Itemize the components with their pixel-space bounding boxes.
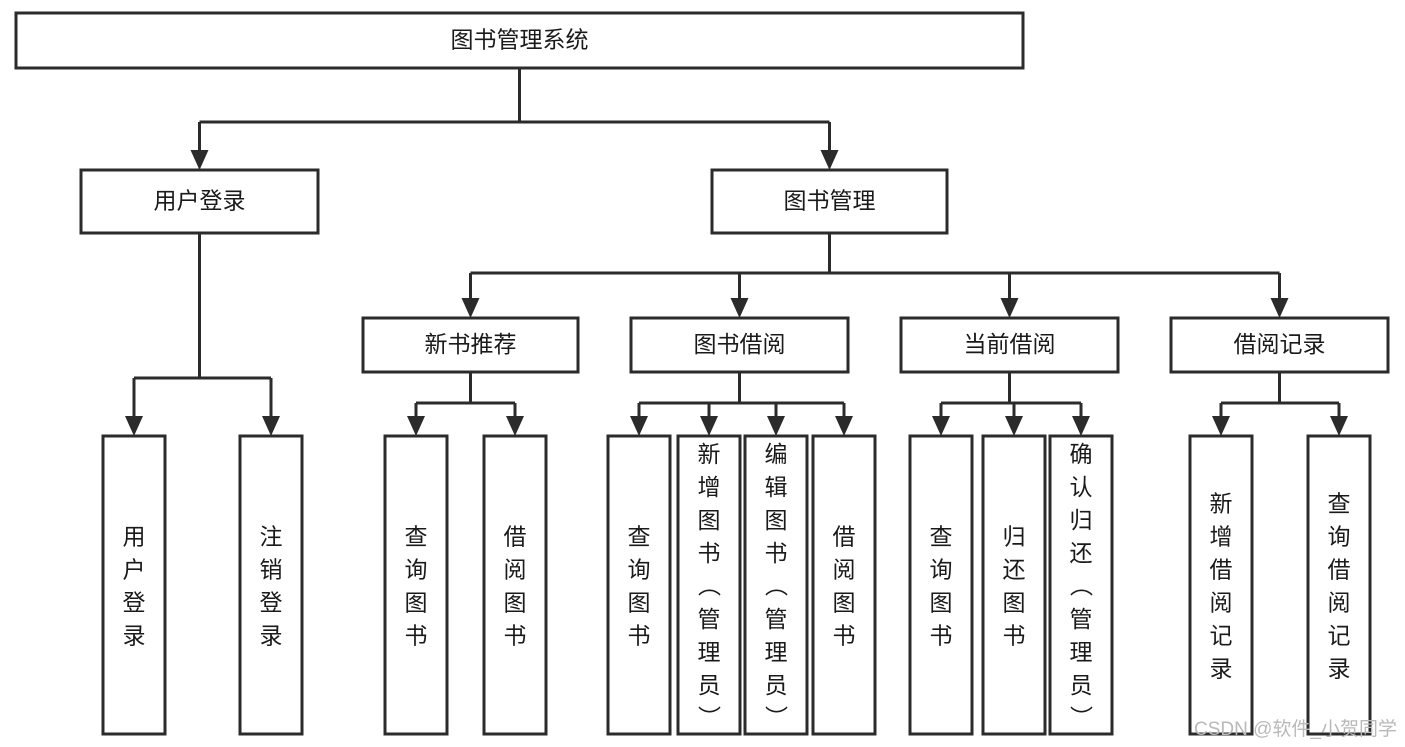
node-label-leaf-query-borrow-record: 查询借阅记录 [1328,491,1351,682]
arrow-head-leaf-borrow-book-recommend [506,416,524,436]
node-box-leaf-edit-book-admin [743,434,809,736]
arrow-head-leaf-logout-login [262,416,280,436]
node-box-leaf-return-book [981,434,1047,736]
arrow-head-leaf-query-book-borrow [630,416,648,436]
node-box-user-login [79,168,320,235]
node-box-book-borrow [629,316,850,374]
node-user-login[interactable]: 用户登录 [79,168,320,235]
node-label-leaf-confirm-return-admin: 确认归还（管理员） [1070,441,1094,731]
connector-borrow-record-to-leaves [1212,372,1348,436]
node-label-leaf-add-book-admin: 新增图书（管理员） [698,441,722,731]
arrow-head-book-borrow [730,298,749,318]
arrow-head-book-management [820,150,839,170]
node-leaf-confirm-return-admin[interactable]: 确认归还（管理员） [1048,434,1114,736]
arrow-head-leaf-query-borrow-record [1330,416,1348,436]
connector-user-login-to-leaves [125,233,280,436]
node-leaf-add-borrow-record[interactable]: 新增借阅记录 [1188,434,1254,736]
node-box-leaf-query-book-current [908,434,974,736]
arrow-head-new-book-recommend [461,298,480,318]
arrow-head-leaf-query-book-recommend [407,416,425,436]
node-label-leaf-borrow-book: 借阅图书 [833,524,856,649]
connector-book-management-to-level3 [461,233,1289,318]
node-book-management[interactable]: 图书管理 [710,168,949,235]
arrow-head-user-login [190,150,209,170]
node-box-new-book-recommend [361,316,580,374]
node-root[interactable]: 图书管理系统 [14,11,1025,70]
arrow-head-leaf-return-book [1005,416,1023,436]
node-leaf-query-book-borrow[interactable]: 查询图书 [606,434,672,736]
connector-root-to-level2 [190,68,839,170]
node-current-borrow[interactable]: 当前借阅 [899,316,1120,374]
node-leaf-edit-book-admin[interactable]: 编辑图书（管理员） [743,434,809,736]
arrow-head-leaf-query-book-current [932,416,950,436]
node-label-root: 图书管理系统 [451,27,589,53]
node-leaf-query-book-recommend[interactable]: 查询图书 [383,434,449,736]
node-box-book-management [710,168,949,235]
node-leaf-logout-login[interactable]: 注销登录 [238,434,304,736]
node-label-leaf-user-login: 用户登录 [123,524,146,649]
connector-current-borrow-to-leaves [932,372,1090,436]
node-box-leaf-add-book-admin [676,434,742,736]
node-label-user-login: 用户登录 [154,188,246,214]
node-label-leaf-edit-book-admin: 编辑图书（管理员） [765,441,789,731]
connector-new-book-recommend-to-leaves [407,372,524,436]
node-label-current-borrow: 当前借阅 [964,331,1056,357]
node-label-leaf-query-book-current: 查询图书 [930,524,953,649]
node-label-leaf-query-book-borrow: 查询图书 [628,524,651,649]
node-new-book-recommend[interactable]: 新书推荐 [361,316,580,374]
node-box-root [14,11,1025,70]
node-box-leaf-logout-login [238,434,304,736]
node-box-borrow-record [1169,316,1390,374]
node-leaf-add-book-admin[interactable]: 新增图书（管理员） [676,434,742,736]
node-box-leaf-borrow-book-recommend [482,434,548,736]
node-box-current-borrow [899,316,1120,374]
node-label-leaf-logout-login: 注销登录 [260,524,283,649]
node-box-leaf-query-borrow-record [1306,434,1372,736]
node-label-new-book-recommend: 新书推荐 [425,331,517,357]
node-box-leaf-add-borrow-record [1188,434,1254,736]
node-borrow-record[interactable]: 借阅记录 [1169,316,1390,374]
arrow-head-leaf-confirm-return-admin [1072,416,1090,436]
node-box-leaf-query-book-borrow [606,434,672,736]
node-leaf-borrow-book-recommend[interactable]: 借阅图书 [482,434,548,736]
arrow-head-leaf-add-borrow-record [1212,416,1230,436]
node-label-book-borrow: 图书借阅 [694,331,786,357]
node-leaf-query-book-current[interactable]: 查询图书 [908,434,974,736]
node-box-leaf-query-book-recommend [383,434,449,736]
node-layer: 图书管理系统用户登录图书管理新书推荐图书借阅当前借阅借阅记录用户登录注销登录查询… [14,11,1390,736]
arrow-head-leaf-user-login [125,416,143,436]
arrow-head-leaf-add-book-admin [700,416,718,436]
connector-layer [125,68,1348,436]
node-box-leaf-user-login [101,434,167,736]
arrow-head-current-borrow [1000,298,1019,318]
node-label-leaf-borrow-book-recommend: 借阅图书 [504,524,527,649]
node-leaf-borrow-book[interactable]: 借阅图书 [811,434,877,736]
node-leaf-return-book[interactable]: 归还图书 [981,434,1047,736]
node-label-leaf-return-book: 归还图书 [1003,524,1026,649]
arrow-head-leaf-borrow-book [835,416,853,436]
connector-book-borrow-to-leaves [630,372,853,436]
node-label-leaf-add-borrow-record: 新增借阅记录 [1210,491,1233,682]
node-box-leaf-confirm-return-admin [1048,434,1114,736]
node-label-book-management: 图书管理 [784,188,876,214]
node-box-leaf-borrow-book [811,434,877,736]
node-label-leaf-query-book-recommend: 查询图书 [405,524,428,649]
arrow-head-leaf-edit-book-admin [767,416,785,436]
node-label-borrow-record: 借阅记录 [1234,331,1326,357]
node-book-borrow[interactable]: 图书借阅 [629,316,850,374]
arrow-head-borrow-record [1270,298,1289,318]
node-leaf-query-borrow-record[interactable]: 查询借阅记录 [1306,434,1372,736]
node-leaf-user-login[interactable]: 用户登录 [101,434,167,736]
